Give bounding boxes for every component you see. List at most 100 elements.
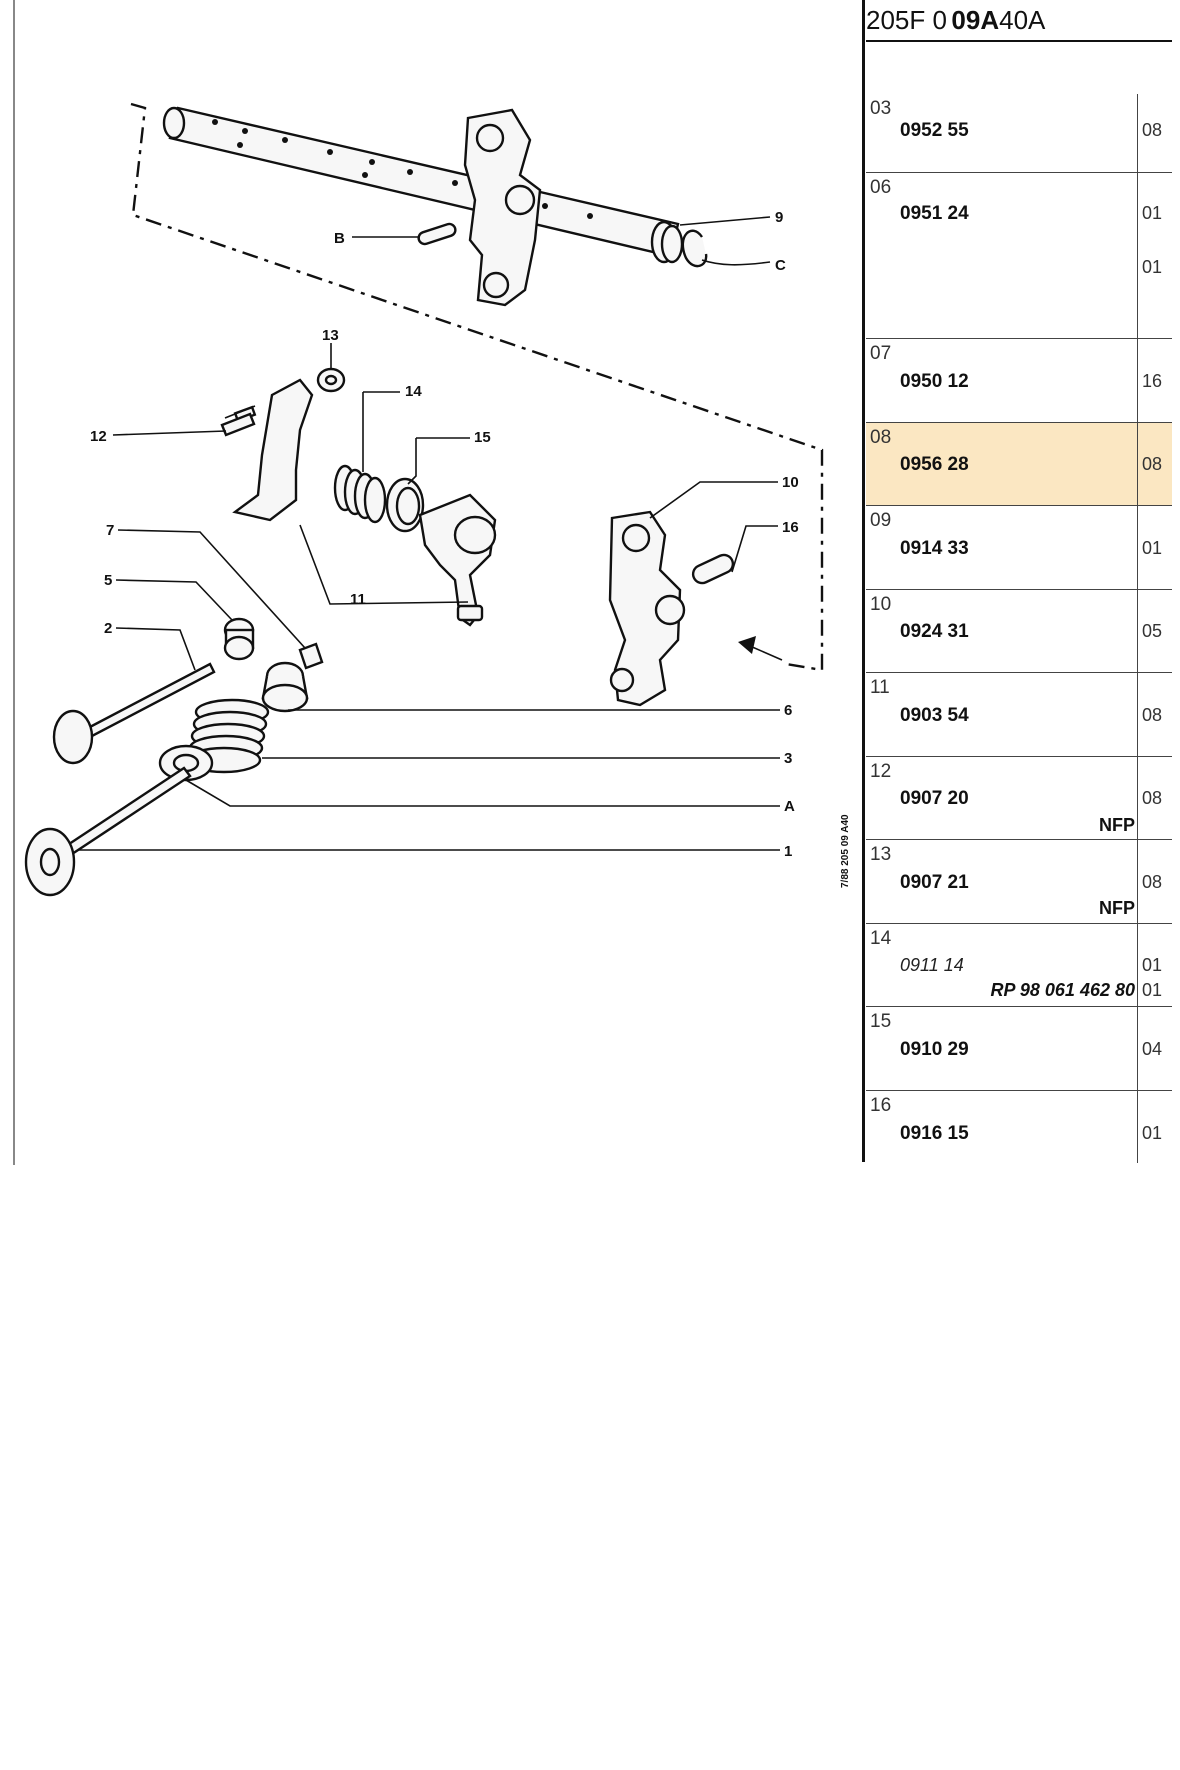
- panel-divider: [862, 0, 865, 1162]
- row-index: 03: [870, 98, 892, 119]
- part-row-14[interactable]: 14 0911 14 RP 98 061 462 80 01 01: [866, 924, 1172, 1007]
- quantity-cell: 01 01: [1137, 173, 1172, 338]
- quantity-cell: 08: [1137, 840, 1172, 923]
- circlip: [681, 229, 708, 268]
- diagram-reference-header: 205F 0 09A40A: [866, 0, 1172, 42]
- part-number: 0903 54: [900, 705, 969, 726]
- ref-suffix: 40A: [999, 5, 1046, 35]
- quantity: 01: [1142, 1123, 1163, 1143]
- locating-pin: [691, 553, 735, 585]
- part-number: 0910 29: [900, 1039, 969, 1060]
- part-row-03[interactable]: 03 0952 55 08: [866, 94, 1172, 173]
- valve-lower: [24, 766, 192, 897]
- nfp-note: NFP: [1099, 898, 1135, 918]
- part-row-16[interactable]: 16 0916 15 01: [866, 1091, 1172, 1163]
- header-spacer: [866, 42, 1172, 94]
- parts-list-panel: 205F 0 09A40A 03 0952 55 08 06 0951 24 0…: [862, 0, 1172, 1168]
- quantity: 08: [1142, 120, 1163, 140]
- quantity-cell: 08: [1137, 94, 1172, 172]
- ref-prefix: 205F 0: [866, 5, 947, 35]
- quantity: 16: [1142, 371, 1163, 391]
- callout-9: 9: [775, 209, 783, 226]
- callout-b: B: [334, 230, 345, 247]
- callout-14: 14: [405, 383, 422, 400]
- callout-1: 1: [784, 843, 792, 860]
- part-number: 0951 24: [900, 203, 969, 224]
- quantity: 05: [1142, 621, 1163, 641]
- valve-cap: [223, 617, 255, 661]
- leader-lines: [78, 216, 780, 851]
- quantity-cell: 01 01: [1137, 924, 1172, 1006]
- callout-3: 3: [784, 750, 792, 767]
- row-index: 09: [870, 510, 892, 531]
- pin-b: [417, 222, 457, 246]
- part-row-08[interactable]: 08 0956 28 08: [866, 423, 1172, 506]
- quantity-cell: 04: [1137, 1007, 1172, 1090]
- part-number: 0907 20: [900, 788, 969, 809]
- quantity: 01: [1142, 538, 1163, 558]
- diagram-reference-code: 7/88 205 09 A40: [840, 814, 851, 888]
- valve-split-collets: [298, 642, 324, 670]
- part-row-07[interactable]: 07 0950 12 16: [866, 339, 1172, 423]
- callout-15: 15: [474, 429, 491, 446]
- callout-16: 16: [782, 519, 799, 536]
- part-row-09[interactable]: 09 0914 33 01: [866, 506, 1172, 590]
- quantity-cell: 08: [1137, 423, 1172, 505]
- part-number: 0956 28: [900, 454, 969, 475]
- row-index: 15: [870, 1011, 892, 1032]
- quantity-alt: 01: [1142, 257, 1163, 277]
- part-number: 0907 21: [900, 872, 969, 893]
- callout-13: 13: [322, 327, 339, 344]
- quantity: 01: [1142, 203, 1163, 223]
- row-index: 11: [870, 677, 890, 698]
- nfp-note: NFP: [1099, 815, 1135, 835]
- quantity-cell: 01: [1137, 506, 1172, 589]
- part-number: 0950 12: [900, 371, 969, 392]
- replacement-reference: RP 98 061 462 80: [990, 980, 1135, 1000]
- thrust-washer: [385, 477, 425, 533]
- part-number: 0924 31: [900, 621, 969, 642]
- callout-7: 7: [106, 522, 114, 539]
- row-index: 07: [870, 343, 892, 364]
- row-index: 13: [870, 844, 892, 865]
- part-row-11[interactable]: 11 0903 54 08: [866, 673, 1172, 757]
- row-index: 10: [870, 594, 892, 615]
- part-row-06[interactable]: 06 0951 24 01 01: [866, 173, 1172, 339]
- part-number: 0916 15: [900, 1123, 969, 1144]
- quantity: 04: [1142, 1039, 1163, 1059]
- quantity: 08: [1142, 454, 1163, 474]
- end-support-bracket: [608, 510, 686, 707]
- row-index: 06: [870, 177, 892, 198]
- quantity: 08: [1142, 872, 1163, 892]
- part-row-15[interactable]: 15 0910 29 04: [866, 1007, 1172, 1091]
- arrow-head: [738, 636, 756, 654]
- callout-c: C: [775, 257, 786, 274]
- callout-11: 11: [350, 591, 366, 608]
- part-row-13[interactable]: 13 0907 21 NFP 08: [866, 840, 1172, 924]
- callout-2: 2: [104, 620, 112, 637]
- part-number: 0911 14: [900, 955, 964, 975]
- exploded-parts-diagram: B 9 C 13 14 15 12 10 16 7 5 11 2 6 3 A 1…: [0, 0, 862, 1168]
- part-row-12[interactable]: 12 0907 20 NFP 08: [866, 757, 1172, 840]
- row-index: 16: [870, 1095, 892, 1116]
- row-index: 14: [870, 928, 892, 949]
- direction-arrow: [749, 645, 783, 661]
- assembly-dashed-outline: [130, 102, 824, 672]
- spacer-spring: [333, 464, 387, 524]
- callout-a: A: [784, 798, 795, 815]
- callout-6: 6: [784, 702, 792, 719]
- quantity-cell: 01: [1137, 1091, 1172, 1163]
- quantity-alt: 01: [1142, 980, 1163, 1000]
- quantity-cell: 16: [1137, 339, 1172, 422]
- callout-10: 10: [782, 474, 799, 491]
- rocker-arm-right: [418, 493, 497, 627]
- quantity: 01: [1142, 955, 1163, 975]
- row-index: 08: [870, 427, 892, 448]
- spring-cup: [261, 661, 309, 713]
- diagram-canvas: B 9 C 13 14 15 12 10 16 7 5 11 2 6 3 A 1…: [13, 0, 851, 1165]
- quantity-cell: 08: [1137, 757, 1172, 839]
- part-row-10[interactable]: 10 0924 31 05: [866, 590, 1172, 673]
- shaft-support-bracket: [463, 108, 542, 307]
- rocker-arm-left: [224, 378, 314, 522]
- part-number: 0914 33: [900, 538, 969, 559]
